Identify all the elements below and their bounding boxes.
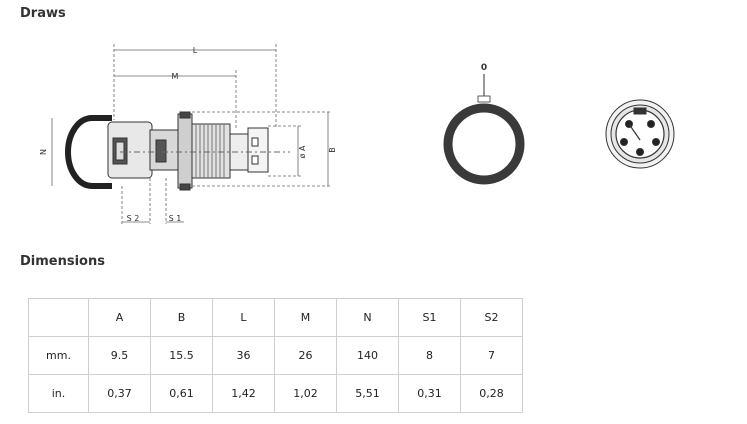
dim-label-m: M — [172, 72, 179, 81]
table-cell: 9.5 — [88, 336, 151, 375]
side-view — [65, 111, 290, 191]
table-row: in. 0,37 0,61 1,42 1,02 5,51 0,31 0,28 — [28, 374, 523, 413]
table-cell: 140 — [336, 336, 399, 375]
table-cell: 36 — [212, 336, 275, 375]
connector-technical-drawing: L M ø A B N S 2 S 1 0 — [39, 44, 675, 224]
table-header-row: A B L M N S1 S2 — [28, 298, 523, 337]
dim-label-n: N — [39, 149, 48, 155]
table-cell: 5,51 — [336, 374, 399, 413]
table-header-cell — [28, 298, 89, 337]
table-cell: 26 — [274, 336, 337, 375]
dimensions-heading: Dimensions — [20, 254, 105, 269]
key-zero-label: 0 — [481, 63, 487, 73]
table-header-cell: M — [274, 298, 337, 337]
dim-label-s2: S 2 — [127, 214, 140, 223]
pin-layout-view — [605, 99, 675, 169]
table-cell: 0,28 — [460, 374, 523, 413]
dim-label-a: ø A — [298, 145, 307, 158]
table-header-cell: A — [88, 298, 151, 337]
dimensions-table: A B L M N S1 S2 mm. 9.5 15.5 36 26 140 8… — [28, 298, 523, 413]
dim-label-b: B — [328, 147, 337, 153]
table-cell: mm. — [28, 336, 89, 375]
table-cell: in. — [28, 374, 89, 413]
table-header-cell: N — [336, 298, 399, 337]
table-cell: 1,02 — [274, 374, 337, 413]
table-header-cell: B — [150, 298, 213, 337]
table-cell: 0,37 — [88, 374, 151, 413]
front-view-ring — [443, 74, 525, 185]
dim-label-s1: S 1 — [169, 214, 182, 223]
table-header-cell: L — [212, 298, 275, 337]
table-header-cell: S1 — [398, 298, 461, 337]
table-cell: 1,42 — [212, 374, 275, 413]
dimension-lines — [51, 44, 332, 224]
table-header-cell: S2 — [460, 298, 523, 337]
table-cell: 0,31 — [398, 374, 461, 413]
draws-heading: Draws — [20, 6, 66, 21]
table-cell: 8 — [398, 336, 461, 375]
table-cell: 0,61 — [150, 374, 213, 413]
dim-label-l: L — [193, 46, 198, 55]
table-cell: 7 — [460, 336, 523, 375]
table-row: mm. 9.5 15.5 36 26 140 8 7 — [28, 336, 523, 375]
table-cell: 15.5 — [150, 336, 213, 375]
